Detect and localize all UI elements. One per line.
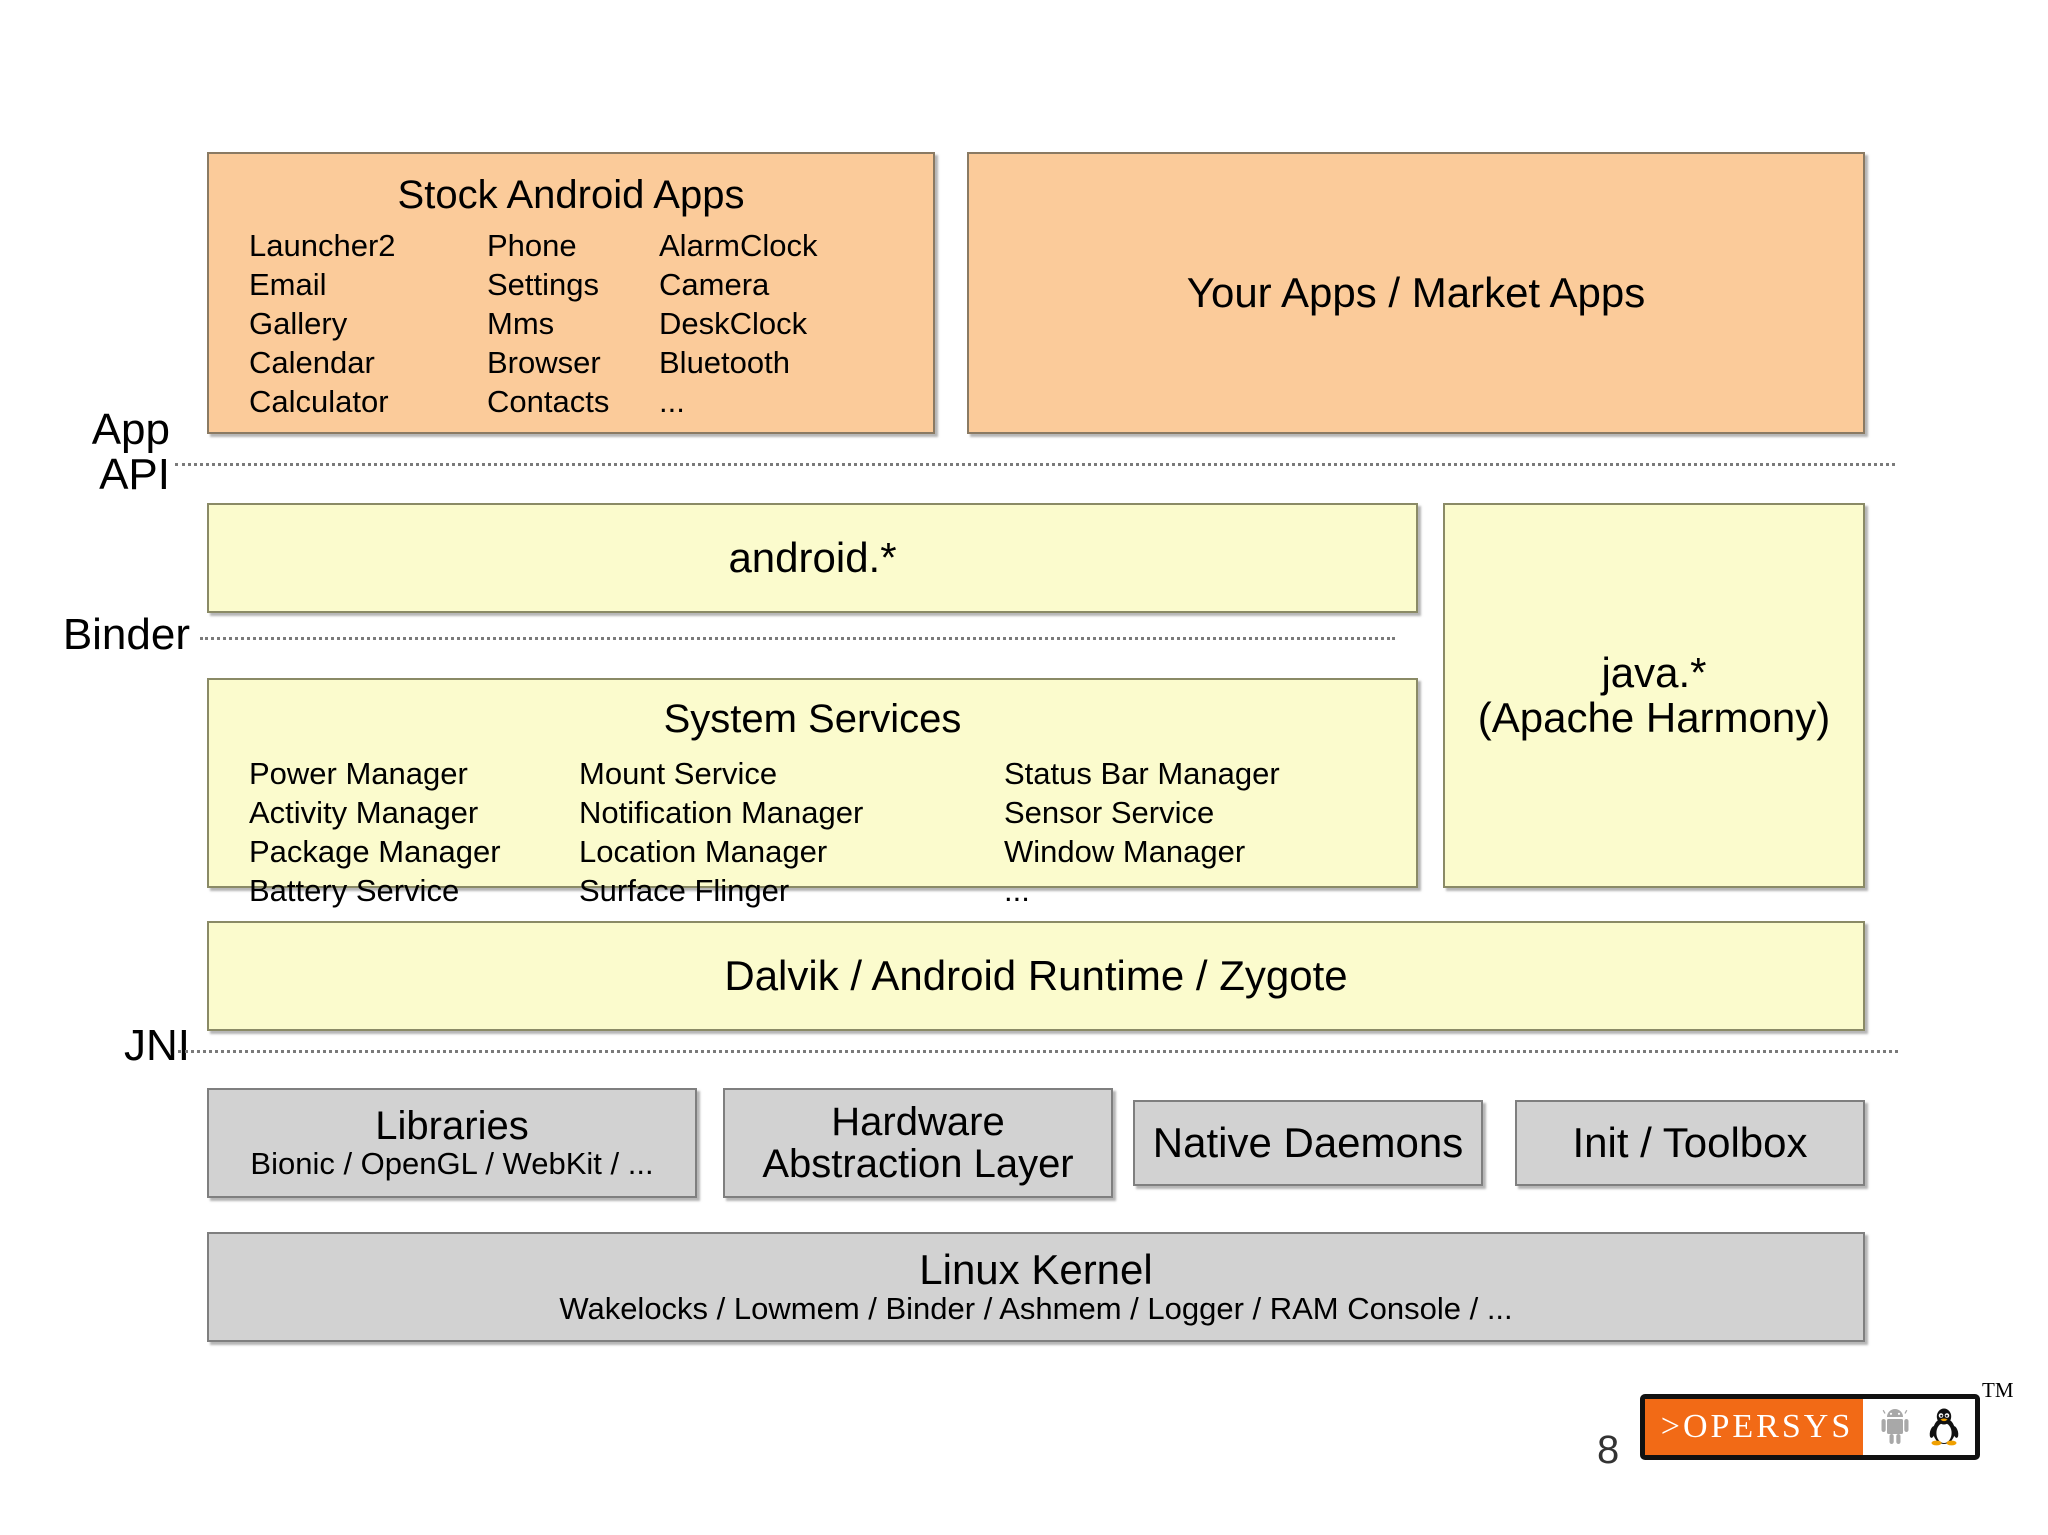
system-services-column-2: Mount Service Notification Manager Locat… [579,754,1004,910]
list-item: Status Bar Manager [1004,756,1280,791]
list-item: Sensor Service [1004,795,1215,831]
linux-kernel-title: Linux Kernel [919,1245,1153,1293]
list-item: Email [249,267,327,303]
runtime-title: Dalvik / Android Runtime / Zygote [724,951,1348,999]
prompt-caret-glyph: > [1660,1408,1683,1445]
linux-kernel-subtitle: Wakelocks / Lowmem / Binder / Ashmem / L… [559,1291,1513,1326]
list-item: Notification Manager [579,795,864,831]
hal-title-line2: Abstraction Layer [762,1142,1074,1186]
stock-apps-title: Stock Android Apps [397,173,745,217]
native-daemons-title: Native Daemons [1152,1118,1464,1166]
list-item: Surface Flinger [579,873,790,909]
list-item: Bluetooth [659,345,790,381]
list-item: Camera [659,267,770,303]
java-api-title: java.* [1601,649,1707,697]
layer-label-app-api: App API [91,405,170,499]
system-services-column-1: Power Manager Activity Manager Package M… [249,754,579,910]
system-services-title: System Services [663,697,962,741]
system-services-columns: Power Manager Activity Manager Package M… [209,754,1416,910]
list-item: Phone [487,228,577,263]
init-toolbox-box: Init / Toolbox [1515,1100,1865,1186]
opersys-wordmark: >OPERSYS [1645,1399,1863,1455]
stock-android-apps-box: Stock Android Apps Launcher2 Email Galle… [207,152,935,434]
list-item: Mms [487,306,555,342]
list-item: ... [659,384,685,420]
android-api-title: android.* [728,533,897,581]
list-item: ... [1004,873,1030,909]
stock-apps-columns: Launcher2 Email Gallery Calendar Calcula… [209,226,933,421]
list-item: Battery Service [249,873,460,909]
system-services-column-3: Status Bar Manager Sensor Service Window… [1004,754,1280,910]
list-item: Calendar [249,345,375,381]
divider-binder [200,637,1395,640]
stock-apps-column-1: Launcher2 Email Gallery Calendar Calcula… [249,226,487,421]
list-item: Settings [487,267,600,303]
native-daemons-box: Native Daemons [1133,1100,1483,1186]
opersys-name: OPERSYS [1682,1408,1854,1445]
list-item: Calculator [249,384,389,420]
init-toolbox-title: Init / Toolbox [1572,1118,1808,1166]
stock-apps-column-2: Phone Settings Mms Browser Contacts [487,226,659,421]
system-services-box: System Services Power Manager Activity M… [207,678,1418,908]
opersys-icon-group [1863,1399,1975,1455]
list-item: Browser [487,345,601,381]
market-apps-title: Your Apps / Market Apps [1186,268,1646,316]
android-robot-icon [1881,1409,1909,1444]
list-item: Activity Manager [249,795,479,831]
your-apps-market-apps-box: Your Apps / Market Apps [967,152,1865,434]
layer-label-binder: Binder [62,610,190,659]
divider-jni [178,1050,1898,1053]
hardware-abstraction-layer-box: Hardware Abstraction Layer [723,1088,1113,1198]
list-item: Package Manager [249,834,501,870]
android-api-box: android.* [207,503,1418,613]
list-item: Power Manager [249,756,468,791]
libraries-subtitle: Bionic / OpenGL / WebKit / ... [250,1145,654,1181]
trademark-symbol: TM [1982,1378,2014,1402]
divider-app-api [175,463,1895,466]
list-item: Mount Service [579,756,778,791]
list-item: DeskClock [659,306,808,342]
list-item: Gallery [249,306,348,342]
list-item: Launcher2 [249,228,396,263]
hal-title-line1: Hardware [831,1100,1005,1144]
list-item: Location Manager [579,834,828,870]
libraries-title: Libraries [375,1103,529,1148]
linux-penguin-icon [1929,1408,1958,1446]
libraries-box: Libraries Bionic / OpenGL / WebKit / ... [207,1088,697,1198]
java-api-subtitle: (Apache Harmony) [1477,693,1831,741]
java-api-box: java.* (Apache Harmony) [1443,503,1865,888]
opersys-logo: >OPERSYS [1640,1394,1980,1460]
list-item: AlarmClock [659,228,818,263]
layer-label-jni: JNI [124,1021,190,1070]
page-number: 8 [1597,1428,1620,1472]
list-item: Window Manager [1004,834,1246,870]
dalvik-runtime-zygote-box: Dalvik / Android Runtime / Zygote [207,921,1865,1031]
stock-apps-column-3: AlarmClock Camera DeskClock Bluetooth ..… [659,226,817,421]
list-item: Contacts [487,384,610,420]
linux-kernel-box: Linux Kernel Wakelocks / Lowmem / Binder… [207,1232,1865,1342]
